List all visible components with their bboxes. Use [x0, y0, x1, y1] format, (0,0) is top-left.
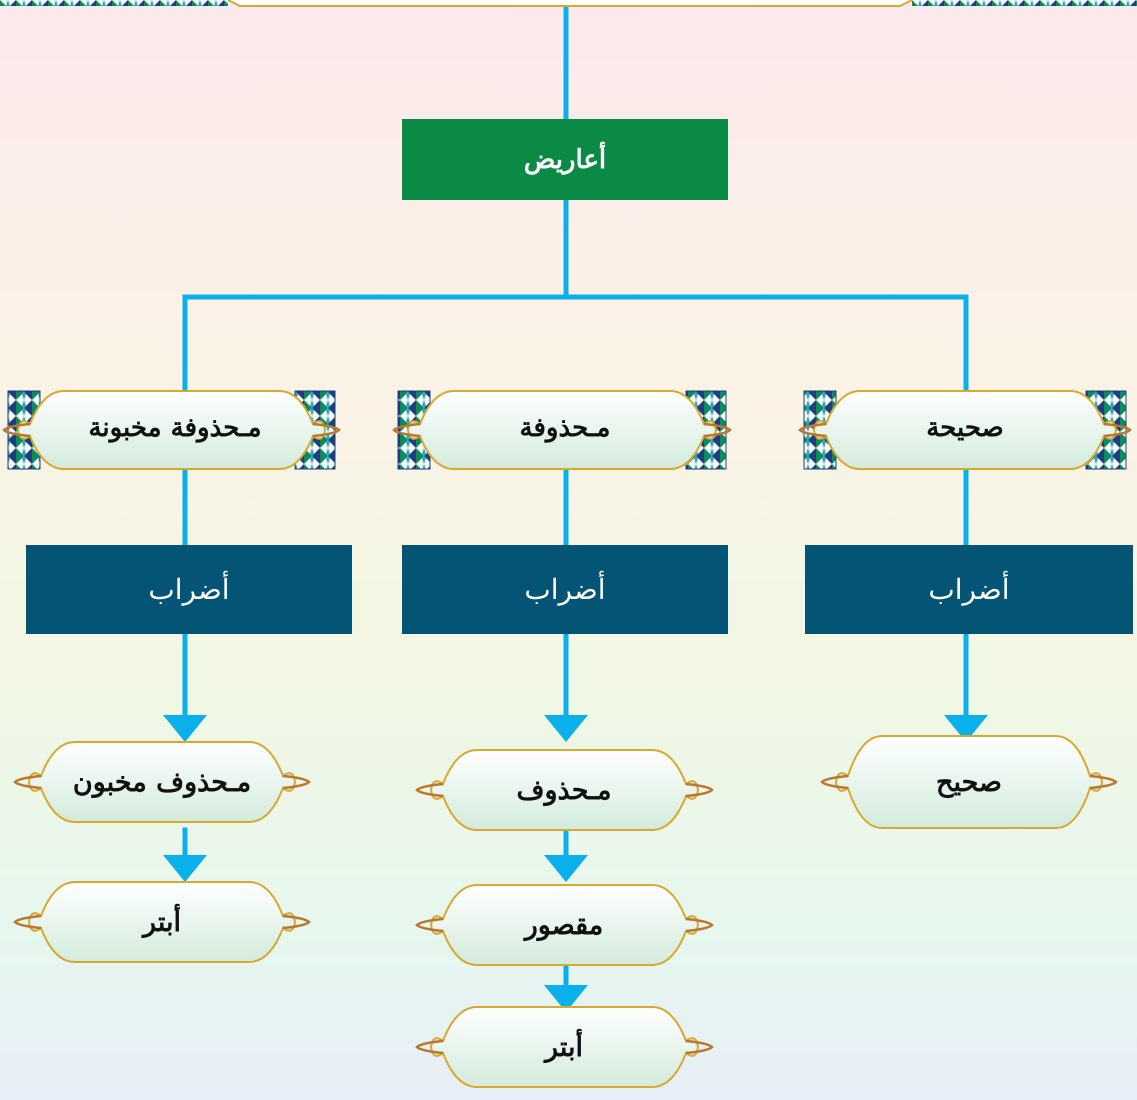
scroll-shape — [429, 1006, 700, 1088]
scroll-curl — [392, 422, 421, 438]
dharb-label: أضراب — [928, 573, 1010, 606]
arrowhead — [544, 715, 588, 742]
scroll-shape — [812, 390, 1118, 470]
arrowhead — [944, 715, 988, 742]
scroll-shape — [27, 741, 297, 823]
scroll-curl — [798, 422, 827, 438]
scroll-curl — [820, 774, 849, 790]
scroll-curl — [703, 422, 732, 438]
scroll-shape — [16, 390, 327, 470]
scroll-curl — [282, 774, 311, 790]
root-node: أعاريض — [402, 119, 728, 200]
scroll-curl — [1103, 422, 1132, 438]
scroll-curl — [685, 917, 714, 933]
category-label-sahiha: صحيحة — [926, 413, 1004, 443]
scroll-shape — [834, 735, 1104, 829]
arrowhead — [544, 855, 588, 882]
scroll-shape — [429, 884, 700, 966]
category-label-mahdhufa: مـحذوفة — [519, 413, 611, 443]
leaf-label-abtar-mid: أبتر — [544, 1031, 584, 1063]
scroll-curl — [13, 914, 42, 930]
scroll-curl — [282, 914, 311, 930]
ornament-tile — [912, 0, 1137, 6]
dharb-box-mahdhufa-makhbuna: أضراب — [26, 545, 352, 634]
arrowhead — [544, 985, 588, 1012]
scroll-curl — [415, 782, 444, 798]
scroll-curl — [685, 782, 714, 798]
connector-arrows — [163, 715, 988, 1012]
leaf-label-maqsur: مقصور — [524, 909, 604, 941]
dharb-label: أضراب — [148, 573, 230, 606]
scroll-curl — [415, 1039, 444, 1055]
dharb-box-mahdhufa: أضراب — [402, 545, 728, 634]
category-label-mahdhufa-makhbuna: مـحذوفة مخبونة — [88, 413, 262, 443]
scroll-curl — [685, 1039, 714, 1055]
connector-lines — [182, 0, 969, 988]
arrowhead — [163, 715, 207, 742]
scroll-shape — [27, 881, 297, 963]
scroll-curl — [312, 422, 341, 438]
leaf-label-mahdhuf-makhbun: مـحذوف مخبون — [72, 766, 252, 798]
scroll-shape — [227, 0, 913, 7]
scroll-shape — [429, 749, 700, 831]
leaf-label-sahih: صحيح — [936, 766, 1002, 798]
arrowhead — [163, 855, 207, 882]
scroll-shape — [406, 390, 718, 470]
leaf-label-abtar-left: أبتر — [142, 906, 182, 938]
dharb-box-sahiha: أضراب — [805, 545, 1133, 634]
scroll-curl — [415, 917, 444, 933]
scroll-curl — [13, 774, 42, 790]
ornament-tile — [0, 0, 228, 6]
scroll-curl — [2, 422, 31, 438]
scroll-curl — [1089, 774, 1118, 790]
root-node-label: أعاريض — [523, 144, 607, 175]
leaf-label-mahdhuf: مـحذوف — [516, 774, 612, 806]
dharb-label: أضراب — [524, 573, 606, 606]
